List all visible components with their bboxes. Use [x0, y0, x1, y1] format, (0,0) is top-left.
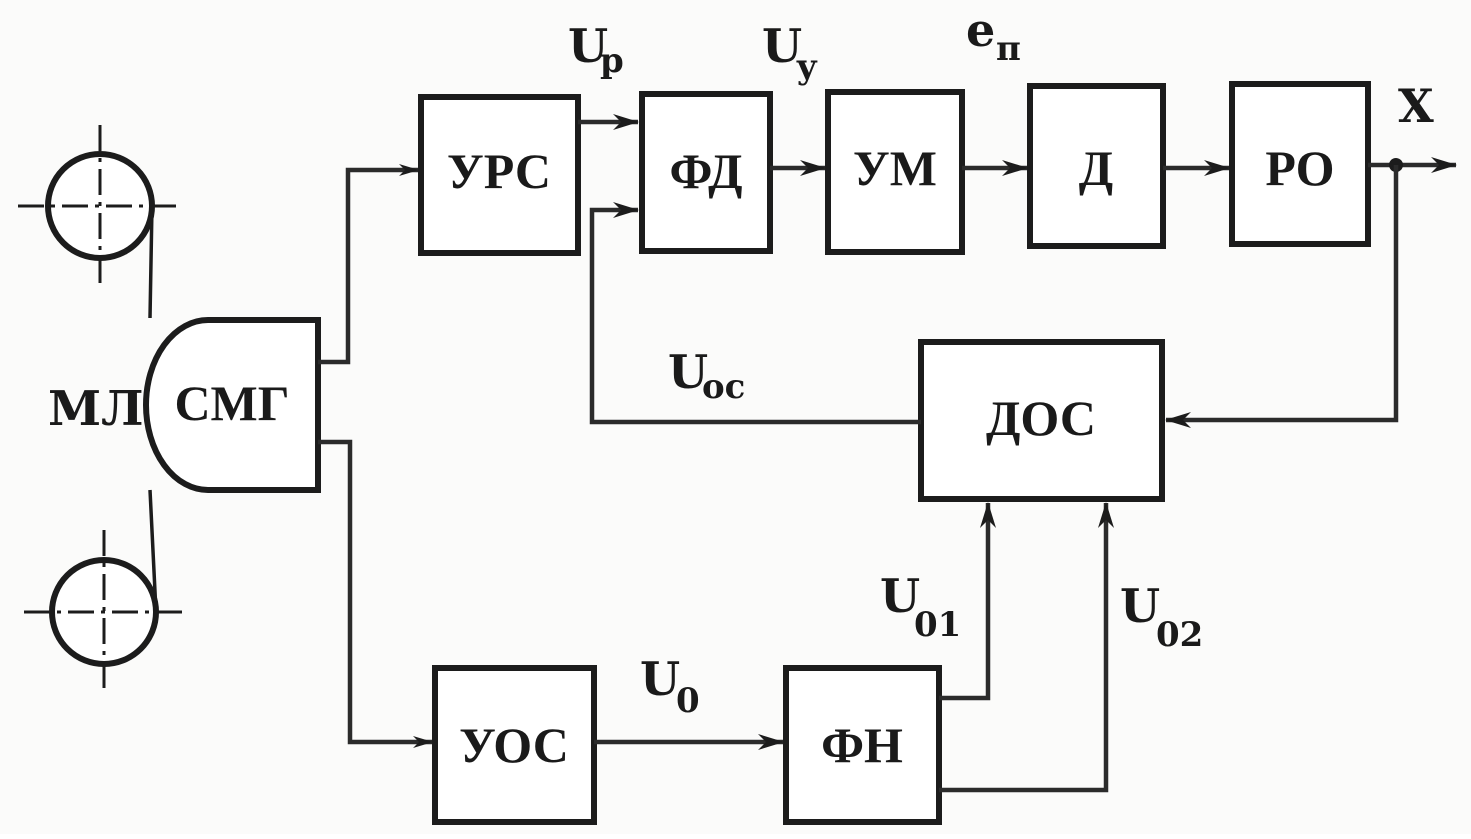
urs-label: УРС [447, 143, 551, 199]
svg-text:U: U [762, 19, 802, 73]
fn-to-dos-u01-wire [939, 502, 996, 701]
svg-text:U: U [668, 345, 708, 399]
signal-uoc: U ос [668, 345, 745, 407]
svg-text:у: у [796, 47, 818, 87]
output-to-dos-wire [1165, 165, 1399, 428]
ro-label: РО [1265, 140, 1334, 196]
svg-text:e: e [966, 3, 995, 57]
svg-text:U: U [1120, 579, 1160, 633]
fd-block [639, 91, 773, 254]
ml-label: МЛ [48, 381, 144, 437]
uos-block [432, 665, 597, 825]
uos-label: УОС [459, 717, 569, 773]
fn-block [783, 665, 942, 825]
svg-text:U: U [880, 569, 920, 623]
signal-u0: U 0 [640, 652, 700, 721]
signal-up: U р [568, 19, 624, 81]
svg-text:п: п [996, 29, 1021, 69]
fd-label: ФД [670, 143, 743, 199]
smg-to-urs-wire [318, 164, 419, 365]
svg-text:0: 0 [676, 681, 700, 721]
signal-uy: U у [762, 19, 818, 87]
urs-block [418, 94, 581, 256]
d-block [1027, 83, 1166, 249]
signal-en: e п [966, 3, 1021, 69]
fn-label: ФН [821, 717, 903, 773]
signal-u02: U 02 [1120, 579, 1203, 655]
svg-text:U: U [568, 19, 608, 73]
svg-text:02: 02 [1156, 615, 1203, 655]
magnetic-tape [148, 205, 158, 613]
smg-label: СМГ [174, 375, 289, 431]
lower-reel-icon [24, 530, 184, 690]
svg-text:U: U [640, 652, 680, 706]
signal-u01: U 01 [880, 569, 961, 645]
smg-to-uos-wire [318, 439, 433, 748]
svg-text:01: 01 [914, 605, 961, 645]
ro-block [1229, 81, 1371, 247]
svg-text:ос: ос [702, 367, 745, 407]
dos-label: ДОС [986, 390, 1096, 446]
dos-block [918, 339, 1165, 502]
um-block [825, 89, 965, 255]
smg-block [143, 317, 321, 493]
svg-text:X: X [1398, 79, 1434, 133]
signal-x: X [1398, 79, 1434, 133]
d-label: Д [1079, 140, 1113, 196]
svg-text:р: р [600, 41, 624, 81]
fn-to-dos-u02-wire [939, 502, 1114, 793]
dos-to-fd-wire [589, 202, 921, 425]
um-label: УМ [853, 140, 937, 196]
upper-reel-icon [18, 125, 178, 285]
